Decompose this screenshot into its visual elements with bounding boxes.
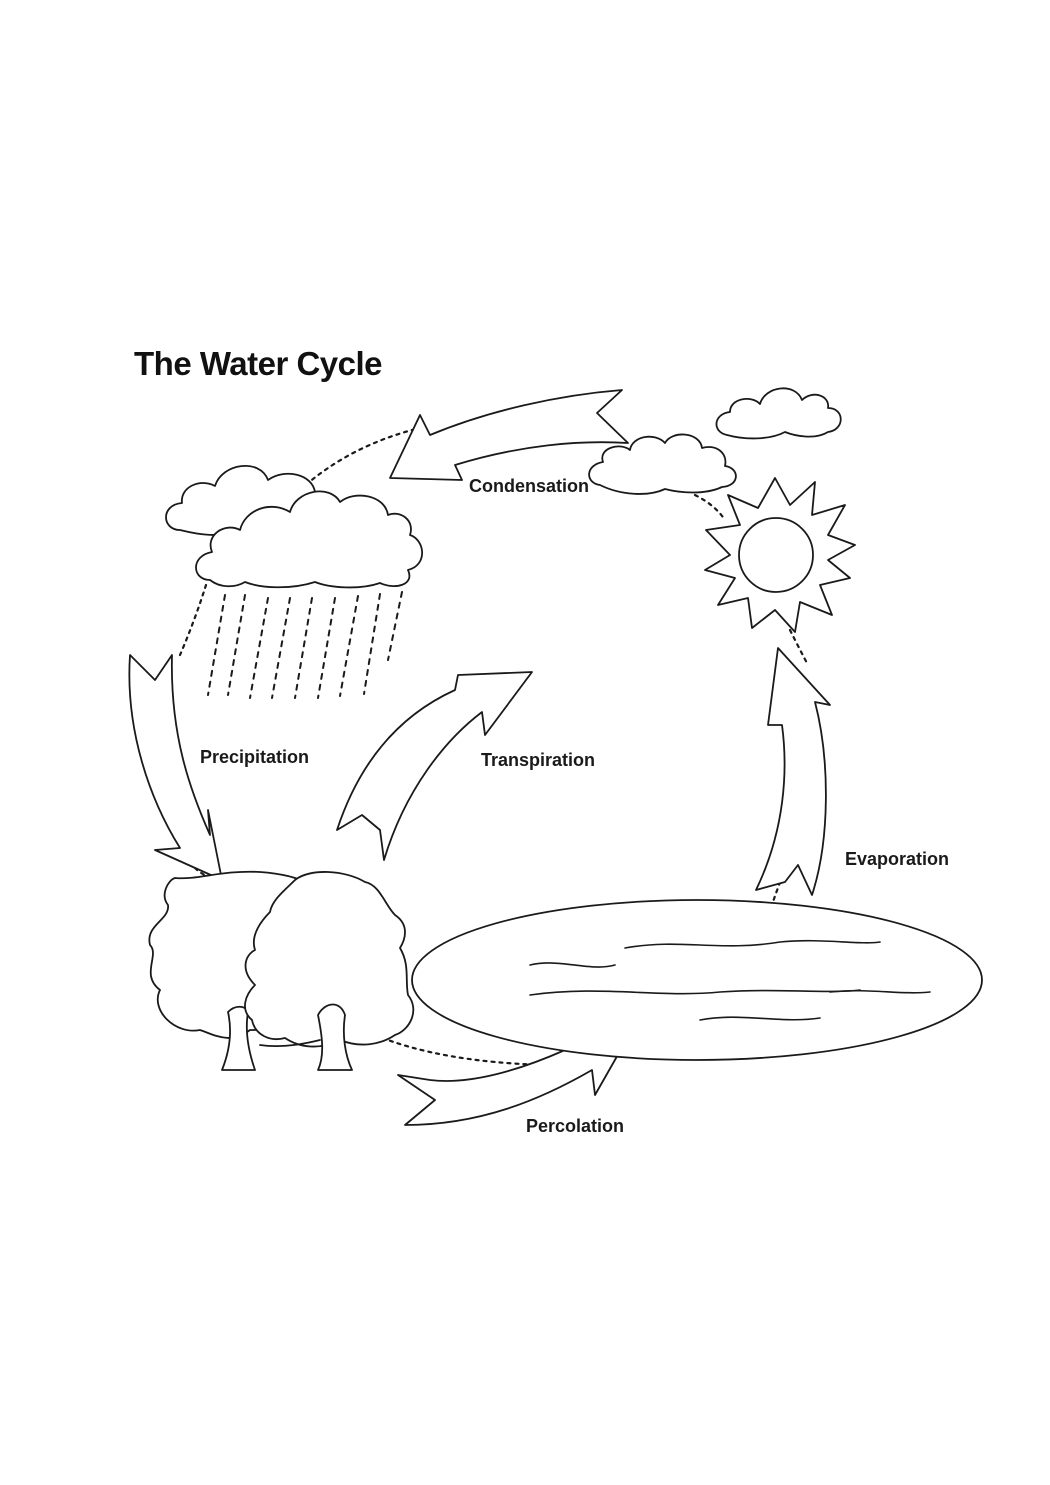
label-condensation: Condensation [469, 476, 589, 496]
rain-cloud-icon [165, 465, 424, 699]
lake-icon [411, 899, 983, 1061]
percolation-arrow [397, 1029, 633, 1126]
condensation-arrow [389, 389, 629, 481]
label-evaporation: Evaporation [845, 849, 950, 869]
small-cloud-top-right-icon [715, 387, 842, 440]
medium-cloud-top-right-icon [588, 433, 737, 495]
label-precipitation: Precipitation [200, 747, 310, 767]
evaporation-arrow [755, 647, 831, 896]
transpiration-arrow [336, 671, 533, 861]
sun-icon [704, 477, 856, 633]
label-transpiration: Transpiration [481, 750, 596, 770]
diagram-title: The Water Cycle [134, 345, 383, 382]
trees-icon [148, 870, 415, 1071]
label-percolation: Percolation [526, 1116, 625, 1136]
precipitation-arrow [128, 654, 223, 881]
rain-streaks [207, 591, 403, 699]
